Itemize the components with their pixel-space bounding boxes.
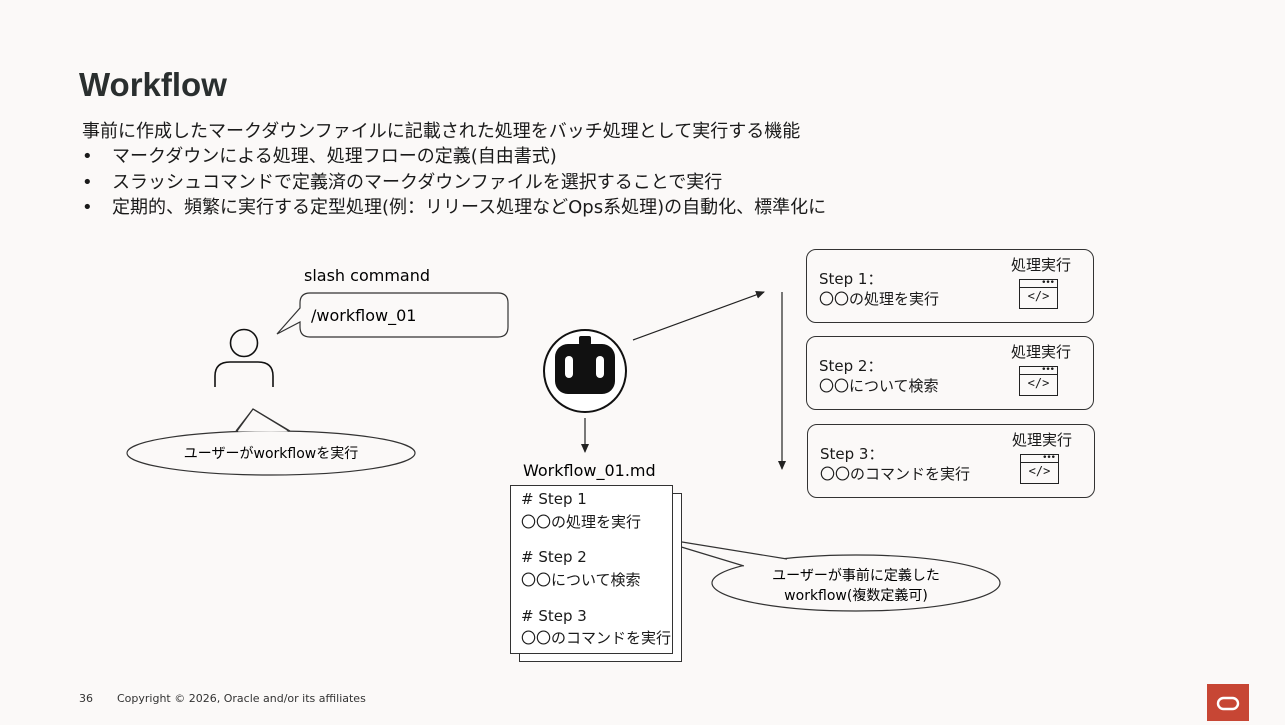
step-action-label: 処理実行 [1010, 343, 1071, 361]
file-name: Workflow_01.md [523, 461, 656, 481]
oracle-logo-mark [1216, 696, 1240, 711]
code-window-icon: •••</> [1019, 279, 1058, 309]
person-icon [214, 328, 274, 387]
file-caption-line2: workflow(複数定義可) [784, 587, 928, 604]
step-title: Step 1： [819, 270, 883, 288]
file-line: # Step 1 [521, 490, 587, 508]
markdown-file: # Step 1 〇〇の処理を実行 # Step 2 〇〇について検索 # St… [510, 485, 673, 654]
user-caption: ユーザーがworkflowを実行 [184, 446, 358, 462]
step-title: Step 3： [820, 445, 884, 463]
step-box-2: Step 2： 〇〇について検索 処理実行 •••</> [806, 336, 1094, 410]
bullet-item: • 定期的、頻繁に実行する定型処理(例：リリース処理などOps系処理)の自動化、標… [82, 195, 826, 221]
arrow-to-steps [632, 290, 765, 341]
bullet-list: • マークダウンによる処理、処理フローの定義(自由書式) • スラッシュコマンドで定… [82, 144, 826, 221]
bullet-text: スラッシュコマンドで定義済のマークダウンファイルを選択することで実行 [112, 171, 723, 193]
file-line: 〇〇の処理を実行 [521, 513, 642, 531]
step-desc: 〇〇について検索 [819, 377, 939, 395]
page-number: 36 [79, 692, 93, 705]
file-line: # Step 2 [521, 548, 587, 566]
bullet-item: • マークダウンによる処理、処理フローの定義(自由書式) [82, 144, 826, 170]
bullet-text: 定期的、頻繁に実行する定型処理(例：リリース処理などOps系処理)の自動化、標準… [112, 197, 827, 218]
bullet-marker: • [82, 146, 93, 167]
file-caption-line1: ユーザーが事前に定義した [772, 567, 940, 584]
step-box-1: Step 1： 〇〇の処理を実行 処理実行 •••</> [806, 249, 1094, 323]
copyright-text: Copyright © 2026, Oracle and/or its affi… [117, 692, 366, 705]
bullet-marker: • [82, 171, 93, 193]
bullet-text: マークダウンによる処理、処理フローの定義(自由書式) [112, 146, 557, 167]
bullet-marker: • [82, 197, 93, 218]
command-bubble [276, 292, 509, 338]
page-title: Workflow [79, 66, 227, 103]
oracle-logo [1207, 684, 1249, 721]
code-window-icon: •••</> [1020, 454, 1059, 484]
bullet-item: • スラッシュコマンドで定義済のマークダウンファイルを選択することで実行 [82, 170, 826, 196]
file-line: 〇〇について検索 [521, 571, 641, 589]
step-desc: 〇〇のコマンドを実行 [820, 465, 971, 483]
file-line: 〇〇のコマンドを実行 [521, 629, 672, 647]
robot-icon [543, 329, 627, 413]
file-line: # Step 3 [521, 607, 587, 625]
step-action-label: 処理実行 [1010, 256, 1071, 274]
intro-text: 事前に作成したマークダウンファイルに記載された処理をバッチ処理として実行する機能 [82, 121, 801, 142]
step-title: Step 2： [819, 357, 883, 375]
step-desc: 〇〇の処理を実行 [819, 290, 940, 308]
slash-command-label: slash command [304, 266, 430, 285]
step-action-label: 処理実行 [1011, 431, 1072, 449]
step-box-3: Step 3： 〇〇のコマンドを実行 処理実行 •••</> [807, 424, 1095, 498]
user-caption-callout [126, 408, 416, 476]
code-window-icon: •••</> [1019, 366, 1058, 396]
command-text: /workflow_01 [311, 306, 416, 326]
